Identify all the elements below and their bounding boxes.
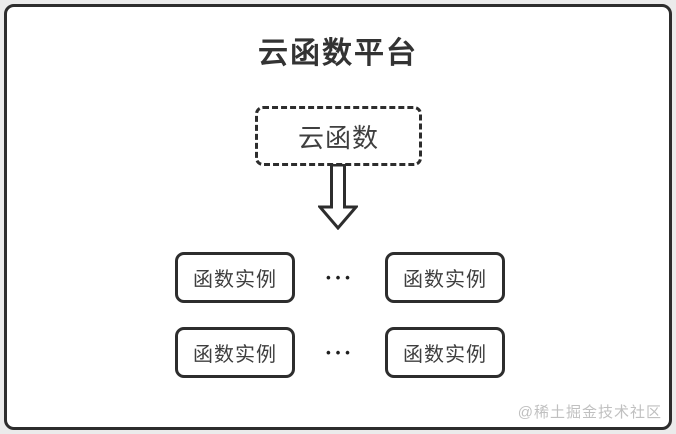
- ellipsis-dots: •••: [326, 270, 355, 285]
- ellipsis-dots: •••: [326, 345, 355, 360]
- function-instance-label: 函数实例: [403, 344, 487, 366]
- function-instance-node: 函数实例: [175, 327, 295, 378]
- watermark: @稀土掘金技术社区: [517, 404, 662, 421]
- cloud-function-node: 云函数: [255, 106, 422, 166]
- function-instance-node: 函数实例: [385, 327, 505, 378]
- function-instance-node: 函数实例: [175, 252, 295, 303]
- down-arrow-icon: [318, 164, 358, 230]
- function-instance-label: 函数实例: [193, 269, 277, 291]
- function-instance-label: 函数实例: [403, 269, 487, 291]
- function-instance-node: 函数实例: [385, 252, 505, 303]
- cloud-function-label: 云函数: [297, 122, 379, 153]
- diagram-title: 云函数平台: [258, 37, 418, 70]
- function-instance-label: 函数实例: [193, 344, 277, 366]
